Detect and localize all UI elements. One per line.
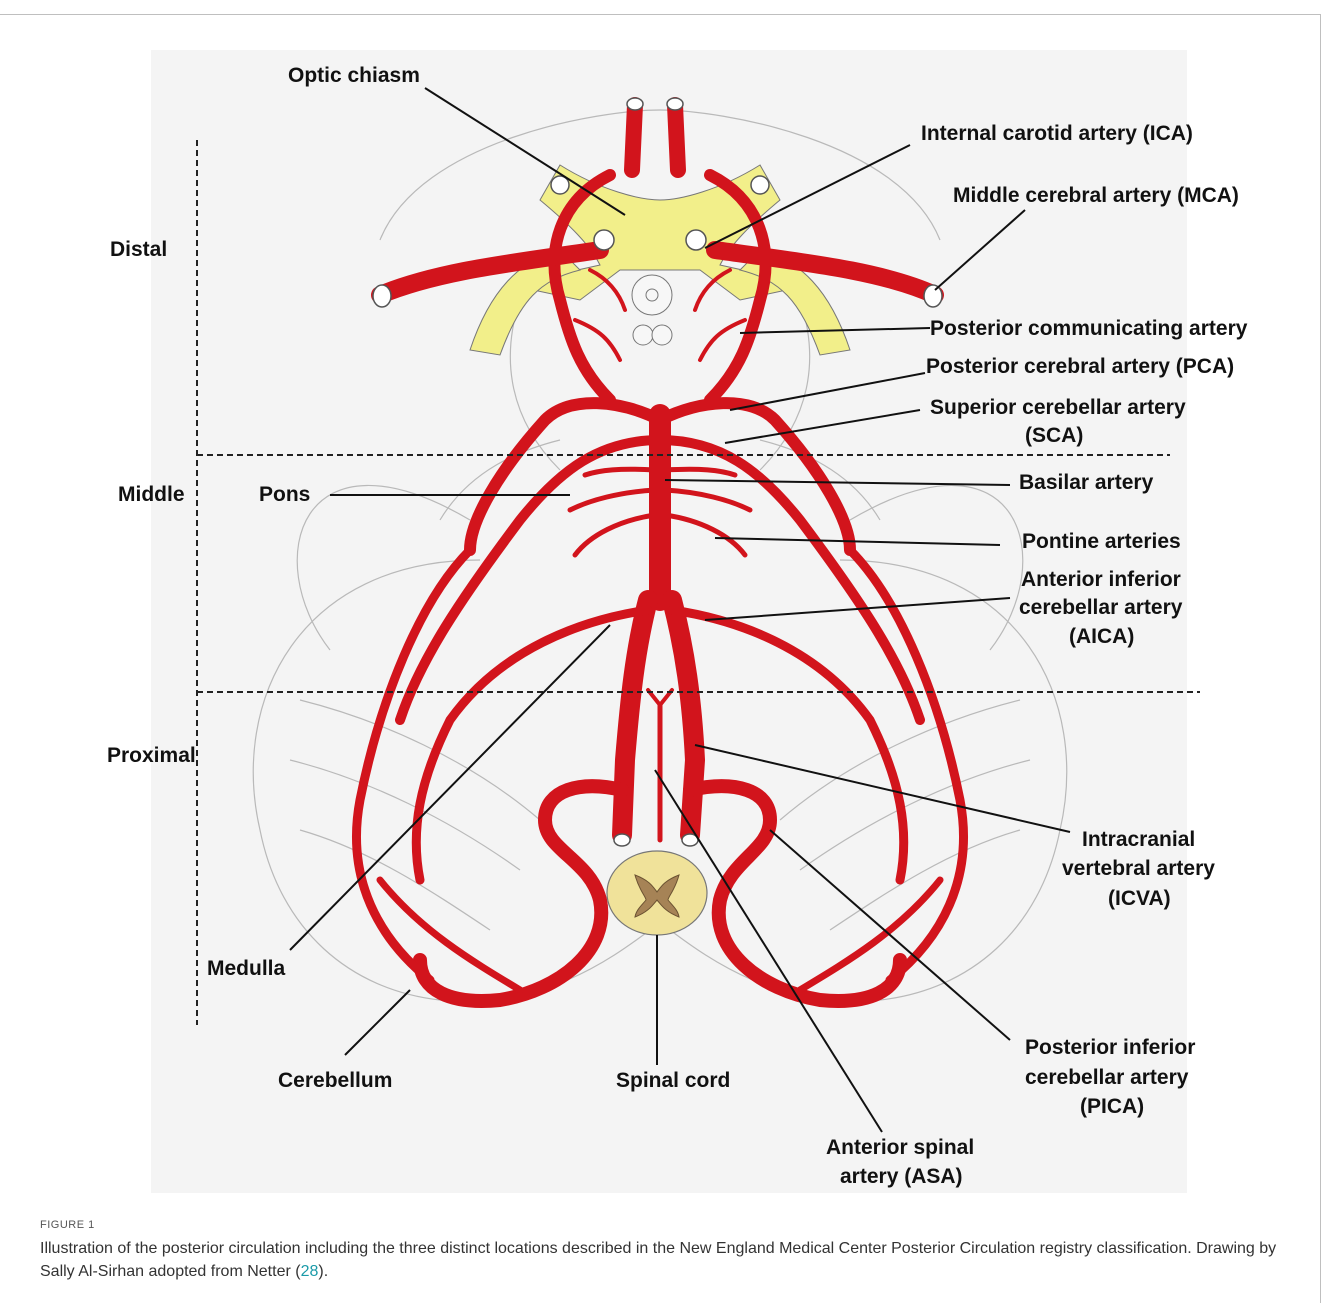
label-spinal-cord: Spinal cord: [616, 1069, 730, 1092]
label-icva-line3: (ICVA): [1108, 887, 1171, 910]
label-pica-line1: Posterior inferior: [1025, 1036, 1195, 1059]
label-pica-line3: (PICA): [1080, 1095, 1144, 1118]
label-basilar: Basilar artery: [1019, 471, 1154, 494]
segment-middle: Middle: [118, 483, 185, 506]
label-sca-line2: (SCA): [1025, 424, 1083, 447]
caption-reference-link[interactable]: 28: [301, 1263, 319, 1280]
segment-proximal: Proximal: [107, 744, 196, 767]
mammillary-bodies: [632, 275, 672, 345]
label-mca: Middle cerebral artery (MCA): [953, 184, 1239, 207]
label-pons: Pons: [259, 483, 310, 506]
label-icva-line1: Intracranial: [1082, 828, 1195, 851]
label-icva-line2: vertebral artery: [1062, 857, 1215, 880]
spinal-cord-section: [607, 851, 707, 935]
label-asa-line2: artery (ASA): [840, 1165, 963, 1188]
label-aica-line1: Anterior inferior: [1021, 568, 1181, 591]
caption-text-end: ).: [318, 1263, 328, 1280]
label-medulla: Medulla: [207, 957, 285, 980]
label-sca-line1: Superior cerebellar artery: [930, 396, 1186, 419]
label-optic-chiasm: Optic chiasm: [288, 64, 420, 87]
label-pica-line2: cerebellar artery: [1025, 1066, 1189, 1089]
label-ica: Internal carotid artery (ICA): [921, 122, 1193, 145]
figure-caption-title: FIGURE 1: [40, 1219, 95, 1231]
segment-labels: Distal Middle Proximal: [107, 238, 196, 767]
label-asa-line1: Anterior spinal: [826, 1136, 974, 1159]
caption-text-main: Illustration of the posterior circulatio…: [40, 1240, 1276, 1280]
label-cerebellum: Cerebellum: [278, 1069, 392, 1092]
label-aica-line2: cerebellar artery: [1019, 596, 1183, 619]
label-pcomm: Posterior communicating artery: [930, 317, 1248, 340]
label-pca: Posterior cerebral artery (PCA): [926, 355, 1234, 378]
segment-distal: Distal: [110, 238, 167, 261]
figure-caption-text: Illustration of the posterior circulatio…: [40, 1237, 1300, 1283]
label-pontine: Pontine arteries: [1022, 530, 1181, 553]
label-aica-line3: (AICA): [1069, 625, 1134, 648]
